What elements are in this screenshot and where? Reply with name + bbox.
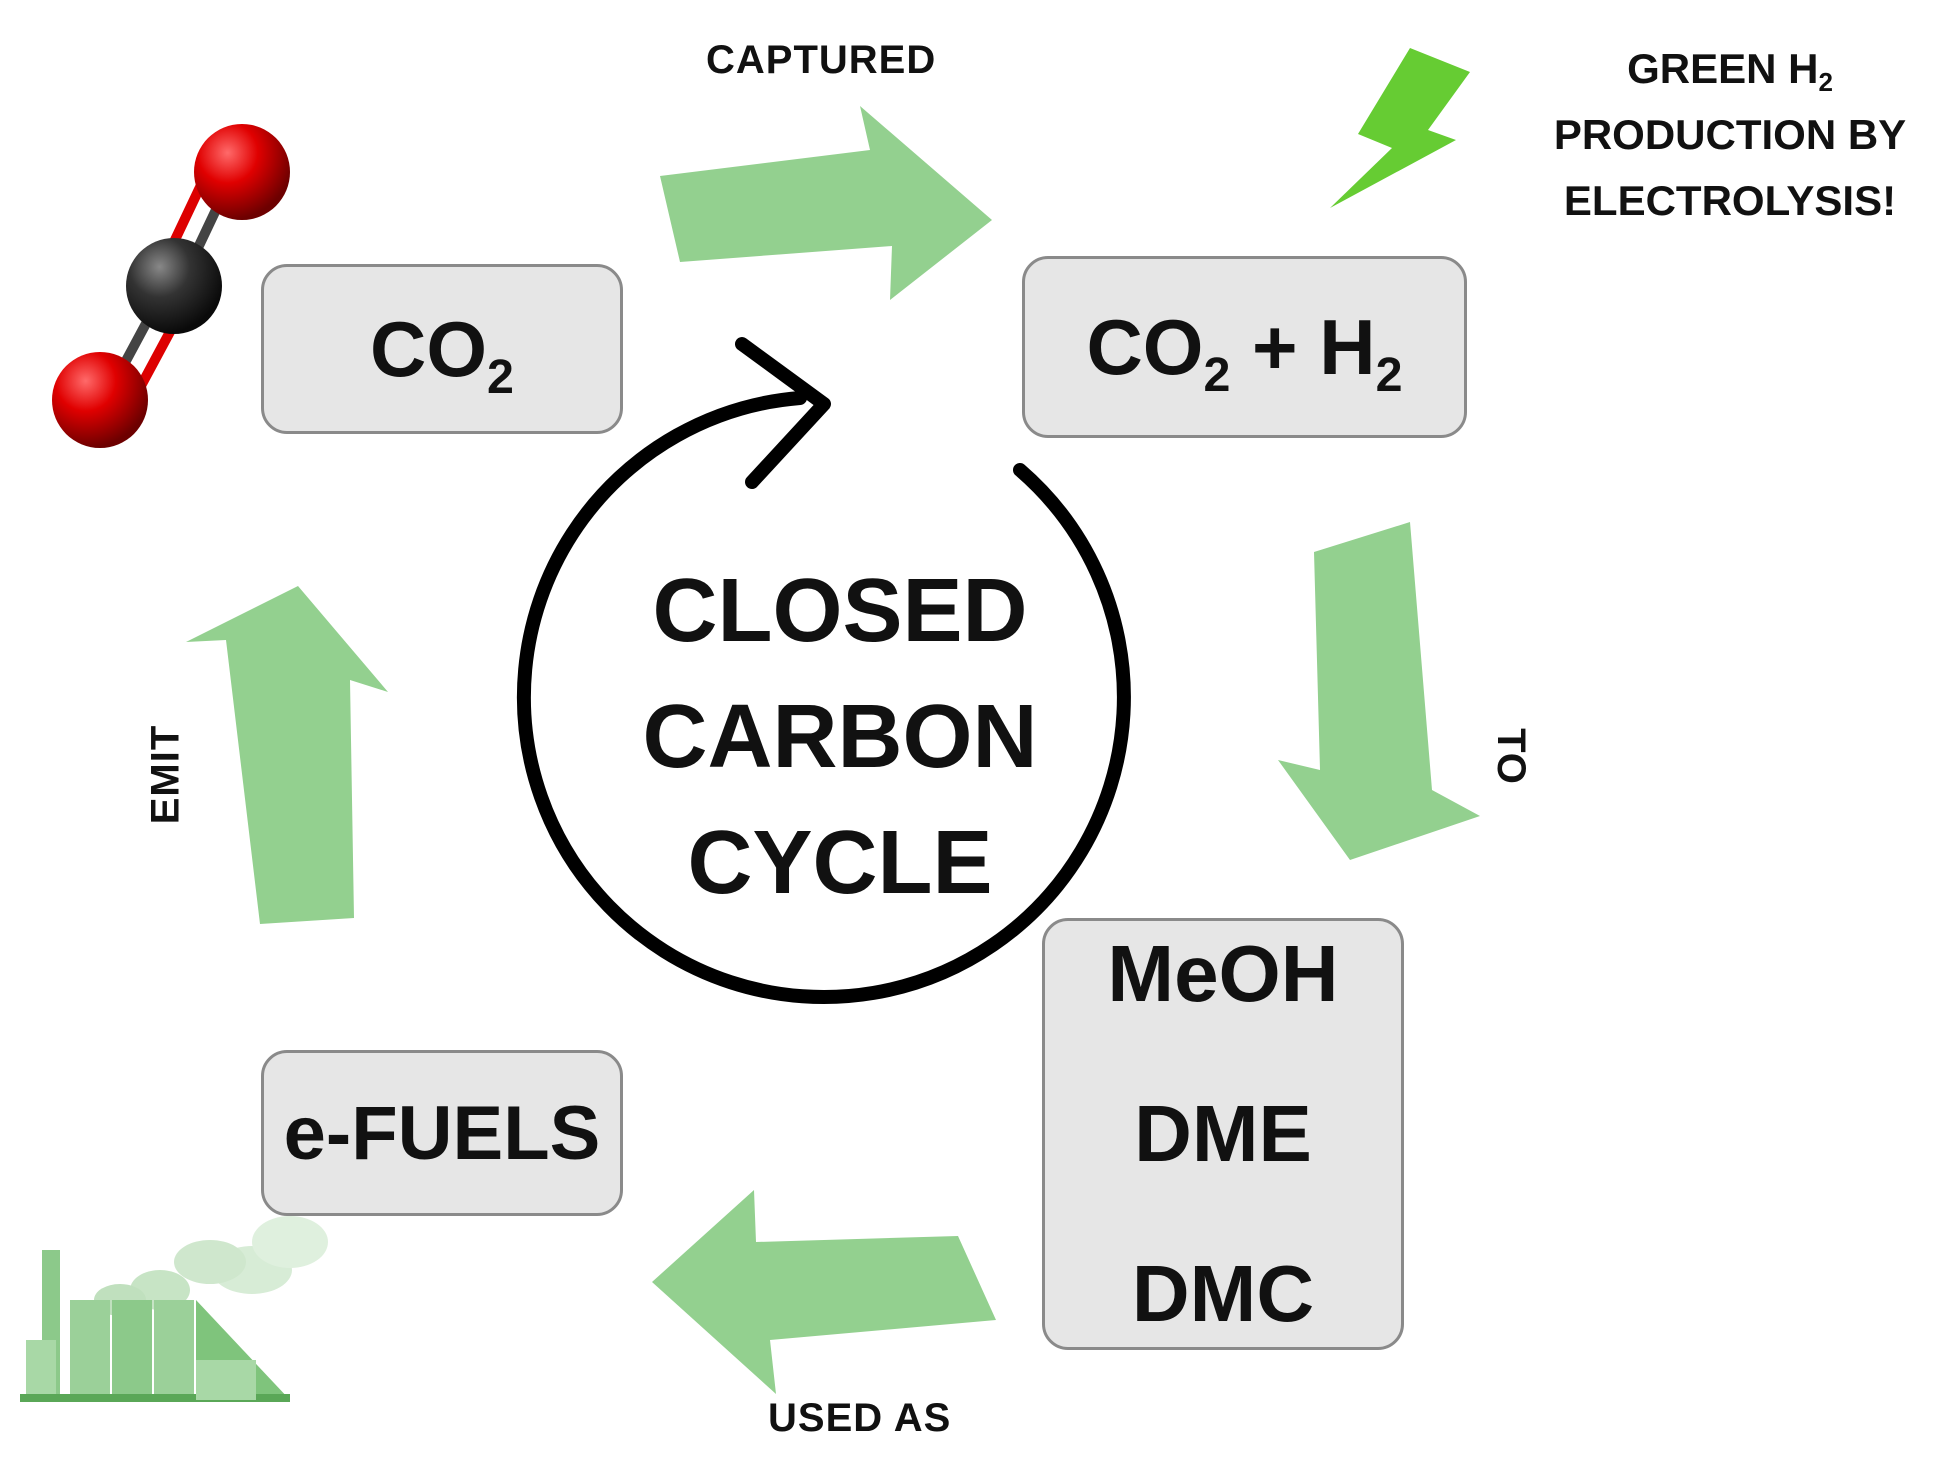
label-used-as: USED AS [768, 1396, 952, 1440]
co2-label: CO2 [370, 304, 514, 404]
arrow-captured [660, 106, 992, 300]
title-line-1: CLOSED [652, 561, 1028, 661]
title-line-3: CYCLE [687, 813, 993, 913]
box-co2: CO2 [261, 264, 623, 434]
efuels-label: e-FUELS [283, 1090, 601, 1176]
label-captured: CAPTURED [706, 38, 937, 82]
label-to: TO [1488, 728, 1533, 785]
green-note-line-1: GREEN H2 [1627, 45, 1833, 97]
cycle-arrow-icon [516, 337, 1131, 1005]
box-co2-h2: CO2 + H2 [1022, 256, 1467, 438]
arrow-to [1278, 522, 1480, 860]
lightning-bolt-icon [1330, 48, 1470, 208]
co2-molecule-icon [52, 124, 290, 448]
title-line-2: CARBON [642, 687, 1038, 787]
product-dme: DME [1134, 1089, 1312, 1178]
green-note-line-3: ELECTROLYSIS! [1563, 177, 1897, 224]
product-dmc: DMC [1131, 1249, 1315, 1338]
green-note-line-2: PRODUCTION BY [1553, 111, 1907, 158]
green-h2-note: GREEN H2 PRODUCTION BY ELECTROLYSIS! [1520, 36, 1940, 234]
factory-icon [20, 1216, 328, 1402]
co2-h2-label: CO2 + H2 [1086, 302, 1403, 402]
box-efuels: e-FUELS [261, 1050, 623, 1216]
label-emit: EMIT [143, 724, 188, 825]
arrow-emit [186, 586, 388, 924]
box-products: MeOH DME DMC [1042, 918, 1404, 1350]
center-title: CLOSED CARBON CYCLE [560, 548, 1120, 926]
arrow-used-as [652, 1190, 996, 1394]
product-meoh: MeOH [1107, 929, 1339, 1018]
